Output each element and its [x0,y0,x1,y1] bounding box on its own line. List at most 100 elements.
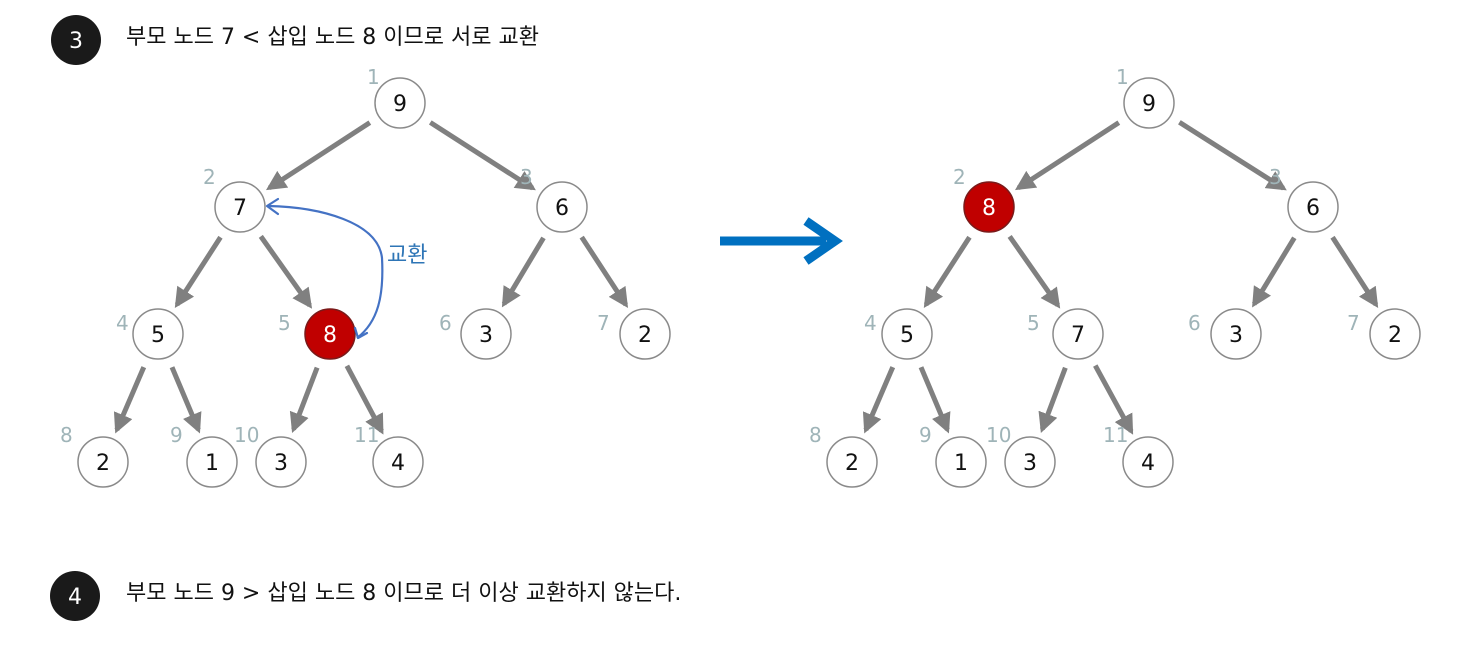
tree-edge [862,366,896,434]
node-index: 4 [864,311,877,335]
node-circle [374,77,426,129]
node-value: 5 [900,323,914,348]
transition-arrow-head [803,217,843,265]
tree-node-5: 75 [1027,308,1104,360]
node-index: 6 [439,311,452,335]
node-index: 2 [203,165,216,189]
node-value: 7 [1071,323,1085,348]
node-index: 2 [953,165,966,189]
tree-node-1: 91 [1116,65,1175,129]
tree-edge [169,366,202,434]
node-index: 9 [170,423,183,447]
node-value: 9 [1142,92,1156,117]
tree-edge [1007,235,1061,309]
tree-edge [923,235,972,308]
tree-node-7: 27 [597,308,671,360]
tree-node-8: 28 [60,423,129,488]
node-value: 1 [205,451,219,476]
step-4-caption: 부모 노드 9 > 삽입 노드 8 이므로 더 이상 교환하지 않는다. [126,581,681,606]
tree-edge [1330,235,1379,308]
node-circle [826,436,878,488]
node-value: 9 [393,92,407,117]
tree-node-2: 72 [203,165,266,233]
node-index: 7 [1347,311,1360,335]
tree-node-10: 3 10 [234,423,307,488]
tree-node-6: 36 [439,308,512,360]
tree-edge [1093,364,1134,435]
tree-node-7: 27 [1347,308,1421,360]
transition-arrow [720,217,843,265]
node-circle [1369,308,1421,360]
node-index: 8 [809,423,822,447]
node-value: 2 [1388,323,1402,348]
node-circle [132,308,184,360]
node-circle [536,181,588,233]
tree-node-5: 85 [278,308,356,360]
tree-edge [1252,236,1297,308]
node-circle [619,308,671,360]
step-3-caption: 부모 노드 7 < 삽입 노드 8 이므로 서로 교환 [126,25,539,50]
tree-edge [174,235,223,308]
tree-edge [1178,120,1287,191]
node-circle [304,308,356,360]
tree-node-3: 63 [1269,165,1339,233]
step-4-number: 4 [68,585,82,610]
node-circle [186,436,238,488]
node-circle [1123,77,1175,129]
step-4-badge: 4 [50,571,100,621]
node-circle [1122,436,1174,488]
node-index: 9 [919,423,932,447]
tree-node-9: 19 [919,423,987,488]
tree-node-2: 82 [953,165,1015,233]
tree-edge [265,120,372,191]
node-value: 6 [1306,196,1320,221]
node-index: 11 [1103,423,1128,447]
tree-edge [344,364,384,435]
tree-edge [1014,120,1121,191]
node-circle [935,436,987,488]
swap-annotation: 교환 [265,197,427,340]
node-circle [77,436,129,488]
tree-edge [918,366,951,434]
node-index: 4 [116,311,129,335]
tree-node-8: 28 [809,423,878,488]
tree-node-11: 411 [354,423,424,488]
node-index: 1 [1116,65,1129,89]
tree-edge [289,366,320,434]
tree-edge [258,234,313,309]
tree-edge [501,236,546,308]
tree-edge [579,235,629,309]
node-circle [1052,308,1104,360]
node-value: 2 [96,451,110,476]
node-value: 5 [151,323,165,348]
node-value: 1 [954,451,968,476]
tree-edge [113,366,147,434]
node-circle [881,308,933,360]
node-index: 5 [1027,311,1040,335]
tree-node-1: 91 [367,65,426,129]
node-circle [255,436,307,488]
node-value: 8 [982,196,996,221]
node-value: 2 [845,451,859,476]
node-index: 1 [367,65,380,89]
node-circle [214,181,266,233]
step-3-number: 3 [69,29,83,54]
node-value: 3 [274,451,288,476]
node-index: 10 [234,423,259,447]
node-index: 7 [597,311,610,335]
tree-edge [1038,366,1068,433]
node-value: 3 [479,323,493,348]
node-value: 6 [555,196,569,221]
node-value: 2 [638,323,652,348]
node-value: 3 [1023,451,1037,476]
swap-curve [267,204,384,339]
node-circle [1210,308,1262,360]
node-circle [963,181,1015,233]
tree-node-9: 19 [170,423,238,488]
node-index: 6 [1188,311,1201,335]
node-circle [1287,181,1339,233]
tree-node-10: 310 [986,423,1056,488]
